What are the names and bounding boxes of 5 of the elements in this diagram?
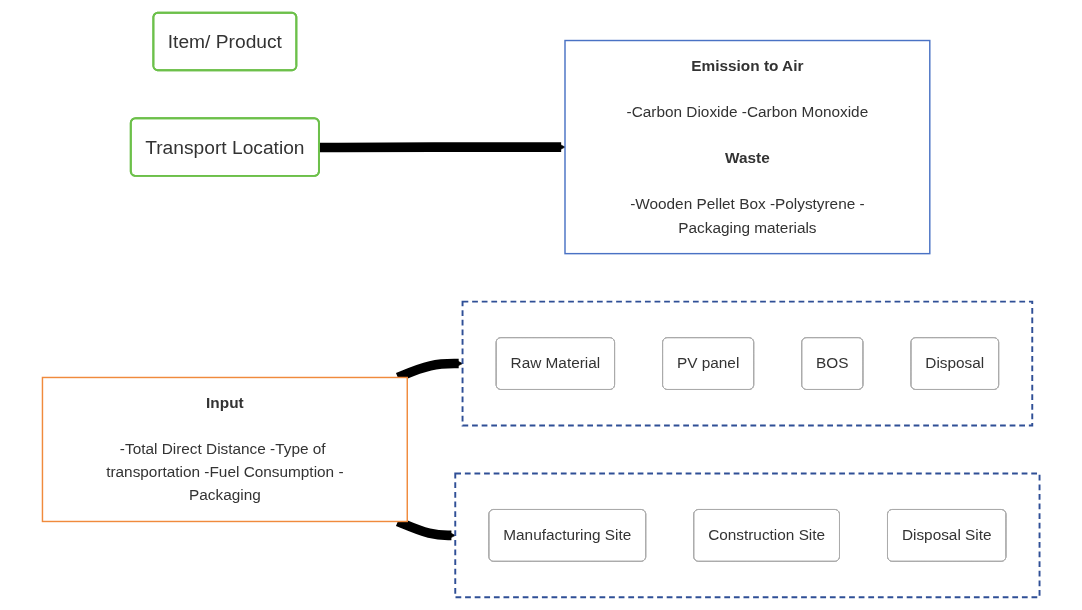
arrow xyxy=(319,142,566,153)
cluster xyxy=(454,472,1041,599)
cluster xyxy=(461,300,1034,427)
node-box: Input -Total Direct Distance -Type of transportation -Fuel Consumption -Packaging xyxy=(41,376,408,523)
node-box: Emission to Air -Carbon Dioxide -Carbon Monoxide Waste -Wooden Pellet Box -Polystyrene -Packaging materials xyxy=(564,39,931,255)
